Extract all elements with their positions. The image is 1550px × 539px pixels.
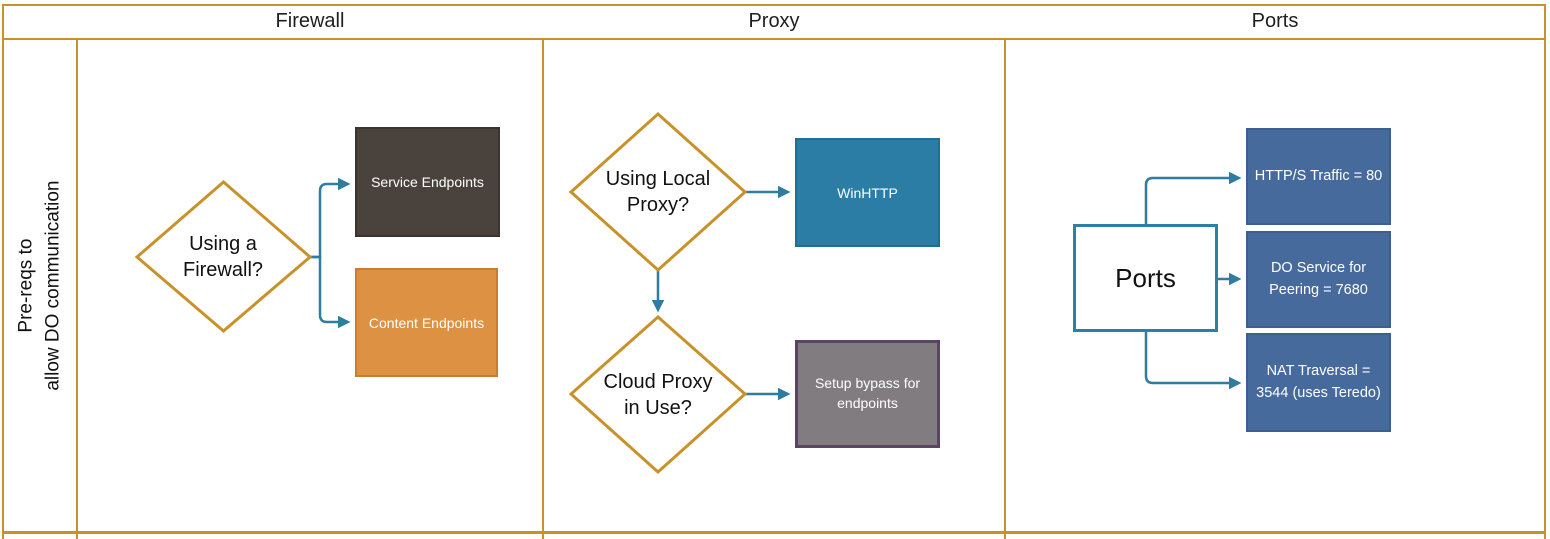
box-content-endpoints: Content Endpoints: [355, 268, 498, 377]
box-service-endpoints-label: Service Endpoints: [371, 174, 484, 190]
box-winhttp-label: WinHTTP: [837, 184, 898, 201]
grid-right-border: [1544, 4, 1546, 539]
connector-firewall-to-service-arrow: [310, 177, 351, 259]
box-http-traffic: HTTP/S Traffic = 80: [1246, 128, 1391, 225]
decision-label-cloud-proxy: Cloud Proxy in Use?: [603, 371, 713, 419]
column-header-ports: Ports: [1251, 9, 1299, 32]
grid-left-border: [2, 4, 4, 539]
box-ports-source: Ports: [1073, 224, 1218, 332]
box-do-service-peering-label: DO Service for Peering = 7680: [1269, 260, 1368, 298]
box-winhttp: WinHTTP: [795, 138, 940, 247]
decision-diamond-cloud-proxy: [568, 314, 748, 475]
box-setup-bypass-label: Setup bypass for endpoints: [814, 375, 921, 411]
column-header-proxy: Proxy: [748, 9, 800, 32]
grid-firewall-proxy-divider: [542, 40, 544, 539]
column-header-firewall: Firewall: [275, 9, 345, 32]
box-setup-bypass: Setup bypass for endpoints: [795, 340, 940, 448]
grid-top-border: [2, 4, 1546, 6]
decision-diamond-using-local-proxy: [568, 111, 748, 273]
decision-diamond-using-firewall: [134, 180, 313, 333]
connector-ports-to-http-arrow: [1144, 171, 1242, 224]
grid-sidebar-divider: [76, 40, 78, 539]
grid-bottom-divider: [2, 531, 1546, 534]
decision-label-using-firewall: Using a Firewall?: [182, 233, 264, 281]
decision-label-using-local-proxy: Using Local Proxy?: [605, 168, 711, 216]
box-nat-traversal: NAT Traversal = 3544 (uses Teredo): [1246, 333, 1391, 432]
grid-proxy-ports-divider: [1004, 40, 1006, 539]
connector-ports-to-nat-arrow: [1144, 332, 1242, 390]
box-content-endpoints-label: Content Endpoints: [368, 314, 485, 331]
box-service-endpoints: Service Endpoints: [355, 127, 500, 237]
connector-firewall-to-content-arrow: [310, 255, 351, 329]
box-nat-traversal-label: NAT Traversal = 3544 (uses Teredo): [1256, 363, 1381, 401]
box-do-service-peering: DO Service for Peering = 7680: [1246, 231, 1391, 328]
box-http-traffic-label: HTTP/S Traffic = 80: [1254, 167, 1383, 184]
box-ports-source-label: Ports: [1115, 262, 1176, 293]
grid-header-divider: [2, 38, 1546, 40]
